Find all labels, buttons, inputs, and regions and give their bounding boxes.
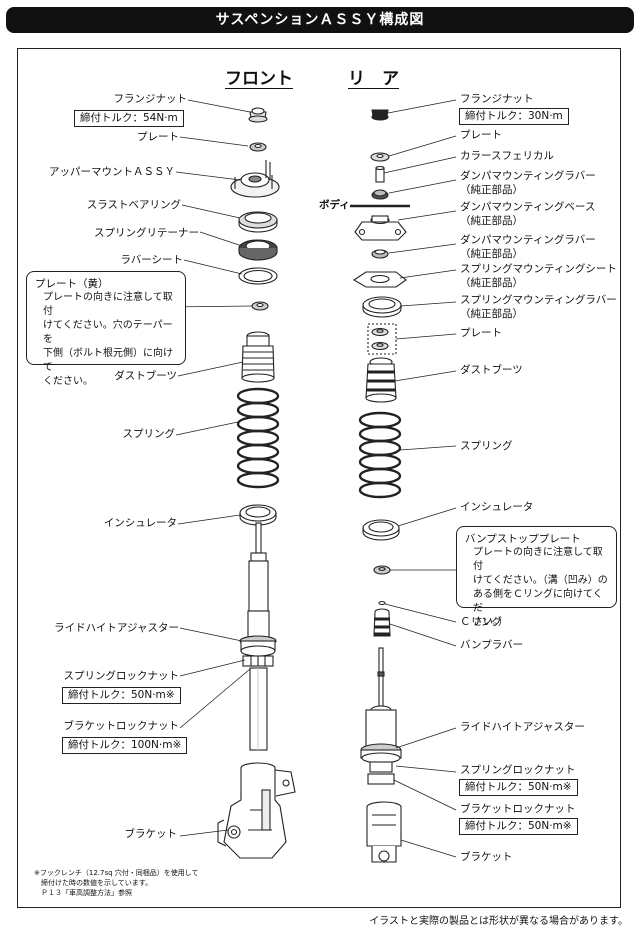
front-note-title: プレート（黄）: [35, 278, 109, 290]
rear-bracket-part: [366, 801, 402, 863]
front-note-body: プレートの向きに注意して取付 けてください。穴のテーパーを 下側（ボルト根元側）…: [43, 292, 173, 387]
front-plate-label: プレート: [137, 131, 179, 143]
rear-damper-rubber-2-part: [371, 249, 389, 259]
rear-insulator-part: [362, 519, 400, 541]
rear-spring-rubber-label: スプリングマウンティングラバー: [460, 294, 617, 306]
front-spring-lock-nut-torque: 締付トルク：50N·m※: [62, 687, 181, 704]
rear-flange-nut-label: フランジナット: [460, 93, 534, 105]
rear-heading: リ ア: [348, 69, 399, 89]
front-flange-nut-part: [248, 107, 268, 123]
rear-bracket-lock-nut-torque: 締付トルク：50N·m※: [459, 818, 578, 835]
front-plate-note: プレート（黄） プレートの向きに注意して取付 けてください。穴のテーパーを 下側…: [26, 271, 186, 387]
rear-spring-lock-nut-torque: 締付トルク：50N·m※: [459, 779, 578, 796]
rear-bracket-lock-nut-label: ブラケットロックナット: [460, 803, 576, 815]
rear-c-ring-part: [378, 600, 386, 606]
rear-damper-rubber-2-sub: （純正部品）: [460, 248, 523, 260]
rear-spring-part: [358, 411, 402, 499]
rear-c-ring-label: Ｃリング: [460, 616, 502, 628]
front-dust-boot-part: [241, 331, 275, 383]
rear-insulator-label: インシュレータ: [460, 501, 534, 513]
rear-shock-body-part: [360, 647, 402, 785]
rear-damper-rubber-1-sub: （純正部品）: [460, 184, 523, 196]
rear-collar-part: [375, 165, 385, 183]
front-dust-boot-label: ダストブーツ: [114, 370, 177, 382]
front-rubber-seat-part: [238, 267, 278, 285]
front-spring-lock-nut-label: スプリングロックナット: [63, 670, 180, 682]
rear-dust-boot-label: ダストブーツ: [460, 364, 523, 376]
front-upper-mount-part: [230, 160, 280, 198]
rear-damper-rubber-1-part: [371, 189, 389, 200]
rear-dust-boot-part: [365, 357, 397, 403]
rear-flange-nut-part: [371, 109, 389, 121]
page-title: サスペンションＡＳＳＹ構成図: [6, 7, 634, 33]
rear-damper-rubber-2-label: ダンパマウンティングラバー: [460, 234, 596, 246]
rear-damper-base-sub: （純正部品）: [460, 215, 523, 227]
rear-plate2-label: プレート: [460, 327, 502, 339]
front-bracket-lock-nut-label: ブラケットロックナット: [63, 720, 180, 732]
body-label: ボディ: [319, 199, 350, 211]
front-spring-retainer-label: スプリングリテーナー: [94, 227, 199, 239]
rear-spring-seat-part: [352, 271, 407, 288]
rear-spring-rubber-part: [362, 296, 402, 318]
front-spring-label: スプリング: [122, 428, 176, 440]
rear-ride-height-adjuster-label: ライドハイトアジャスター: [460, 721, 585, 733]
front-bracket-lock-nut-torque: 締付トルク：100N·m※: [62, 737, 188, 754]
front-upper-mount-label: アッパーマウントＡＳＳＹ: [49, 166, 175, 178]
rear-bump-rubber-part: [373, 608, 391, 637]
front-flange-nut-torque: 締付トルク：54N·m: [74, 110, 184, 127]
front-shock-body-part: [239, 522, 277, 751]
rear-collar-label: カラースフェリカル: [460, 150, 554, 162]
front-flange-nut-label: フランジナット: [113, 93, 188, 105]
front-insulator-label: インシュレータ: [103, 517, 177, 529]
rear-spring-seat-sub: （純正部品）: [460, 277, 523, 289]
front-thrust-bearing-label: スラストベアリング: [86, 199, 181, 211]
front-bracket-part: [217, 762, 296, 859]
front-bracket-label: ブラケット: [124, 828, 178, 840]
front-ride-height-adjuster-label: ライドハイトアジャスター: [54, 622, 179, 634]
rear-note-body: プレートの向きに注意して取付 けてください。（溝（凹み）の ある側をＣリングに向…: [473, 547, 608, 628]
front-rubber-seat-label: ラバーシート: [120, 254, 183, 266]
diagram-frame: [17, 48, 621, 908]
rear-damper-base-label: ダンパマウンティングベース: [460, 201, 596, 213]
rear-bump-rubber-label: バンプラバー: [460, 639, 524, 651]
front-footnote: ※フックレンチ（12.7sq 穴付・同梱品）を使用して 締付けた時の数値を示して…: [34, 869, 199, 897]
front-heading: フロント: [225, 69, 293, 89]
rear-damper-base-part: [354, 215, 407, 241]
front-insulator-part: [239, 504, 277, 526]
rear-plate-label: プレート: [460, 129, 502, 141]
rear-note-title: バンプストッププレート: [465, 533, 581, 545]
rear-flange-nut-torque: 締付トルク：30N·m: [459, 108, 569, 125]
disclaimer: イラストと実際の製品とは形状が異なる場合があります。: [369, 916, 628, 927]
rear-damper-rubber-1-label: ダンパマウンティングラバー: [460, 170, 596, 182]
rear-spring-lock-nut-label: スプリングロックナット: [460, 764, 576, 776]
rear-spring-rubber-sub: （純正部品）: [460, 308, 523, 320]
front-thrust-bearing-part: [238, 211, 278, 233]
front-spring-part: [236, 387, 280, 489]
rear-bump-plate-note: バンプストッププレート プレートの向きに注意して取付 けてください。（溝（凹み）…: [456, 526, 617, 628]
rear-spring-seat-label: スプリングマウンティングシート: [460, 263, 617, 275]
front-spring-retainer-part: [238, 239, 278, 261]
rear-spring-label: スプリング: [460, 440, 513, 452]
rear-bracket-label: ブラケット: [460, 851, 513, 863]
